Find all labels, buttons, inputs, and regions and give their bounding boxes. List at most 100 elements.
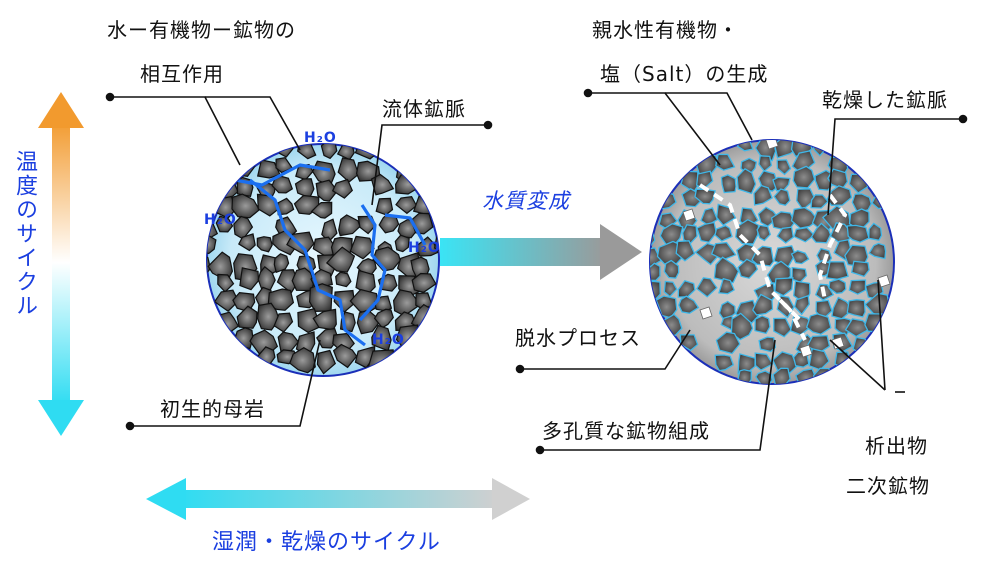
mineral-grain bbox=[758, 155, 773, 173]
mineral-grain bbox=[433, 230, 439, 256]
interaction-label-line2: 相互作用 bbox=[140, 62, 224, 86]
precipitate-flake bbox=[831, 336, 845, 350]
mineral-grain bbox=[713, 256, 740, 284]
mineral-grain bbox=[349, 235, 375, 260]
mineral-grain bbox=[737, 258, 759, 279]
precipitate-flake bbox=[682, 208, 696, 222]
temperature-cycle-label: 温度のサイクル bbox=[12, 150, 37, 318]
mineral-grain bbox=[267, 288, 295, 311]
precipitate-label: 析出物 bbox=[865, 434, 928, 458]
secondary-mineral-label: 二次鉱物 bbox=[846, 474, 930, 498]
leader-lines bbox=[105, 88, 968, 455]
dehydration-label: 脱水プロセス bbox=[515, 326, 641, 350]
mineral-grain bbox=[411, 272, 437, 293]
mineral-grain bbox=[366, 349, 396, 376]
mineral-grain bbox=[675, 240, 696, 262]
precipitate-flake bbox=[699, 306, 713, 320]
mineral-grain bbox=[774, 277, 794, 297]
mineral-grain bbox=[714, 224, 733, 242]
mineral-grain bbox=[805, 313, 832, 335]
h2o-label: H₂O bbox=[204, 212, 237, 228]
precipitate-flake bbox=[877, 274, 891, 288]
mineral-grain bbox=[776, 226, 795, 244]
aqueous-alteration-label: 水質変成 bbox=[482, 189, 570, 213]
mineral-grain bbox=[737, 369, 752, 384]
mineral-grain bbox=[332, 343, 358, 369]
mineral-grain bbox=[236, 305, 258, 329]
mineral-grain bbox=[734, 299, 760, 324]
mineral-grain bbox=[325, 246, 356, 273]
mineral-grain bbox=[231, 193, 261, 219]
h2o-label: H₂O bbox=[304, 130, 337, 146]
mineral-grain bbox=[650, 280, 661, 301]
interaction-label-line1: 水ー有機物ー鉱物の bbox=[107, 18, 296, 42]
mineral-grain bbox=[846, 224, 870, 243]
mineral-grain bbox=[271, 175, 294, 194]
altered-rock-sphere bbox=[649, 139, 895, 385]
dried-vein-label: 乾燥した鉱脈 bbox=[822, 88, 948, 112]
mineral-grain bbox=[718, 277, 735, 295]
fluid-vein bbox=[358, 204, 387, 322]
mineral-grain bbox=[650, 262, 661, 282]
mineral-grain bbox=[696, 221, 717, 243]
organics-label-line1: 親水性有機物・ bbox=[592, 18, 739, 42]
mineral-grain bbox=[736, 167, 757, 195]
mineral-grain bbox=[773, 317, 792, 338]
mineral-grain bbox=[715, 331, 741, 355]
mineral-grain bbox=[730, 312, 754, 341]
porous-label: 多孔質な鉱物組成 bbox=[542, 419, 710, 443]
mineral-grain bbox=[276, 269, 299, 294]
precipitate-flake bbox=[765, 140, 779, 150]
mineral-grain bbox=[844, 318, 872, 338]
h2o-label: H₂O bbox=[372, 332, 405, 348]
mineral-grain bbox=[828, 278, 847, 295]
mineral-grain bbox=[753, 184, 773, 206]
mineral-grain bbox=[335, 271, 352, 288]
mineral-grain bbox=[663, 280, 678, 298]
organics-label-line2: 塩（Salt）の生成 bbox=[600, 62, 769, 86]
mineral-grain bbox=[864, 313, 890, 333]
mineral-grain bbox=[215, 215, 234, 233]
mineral-grain bbox=[776, 159, 792, 176]
fluid-vein bbox=[234, 163, 331, 187]
mineral-grain bbox=[790, 249, 810, 265]
mineral-grain bbox=[273, 253, 290, 274]
mineral-grain bbox=[792, 165, 816, 189]
aqueous-alteration-arrow bbox=[440, 224, 642, 280]
mineral-grain bbox=[297, 307, 322, 334]
mineral-grain bbox=[791, 266, 808, 283]
mineral-grain bbox=[256, 159, 281, 179]
mineral-grain bbox=[810, 194, 829, 209]
mineral-grain bbox=[790, 206, 819, 229]
mineral-grain bbox=[315, 179, 337, 202]
mineral-grain bbox=[308, 283, 333, 313]
mineral-grain bbox=[758, 336, 777, 353]
fluid-vein-label: 流体鉱脈 bbox=[382, 97, 466, 121]
mineral-grain bbox=[834, 351, 851, 370]
mineral-grain bbox=[846, 299, 866, 318]
precipitate-flake bbox=[799, 344, 813, 358]
mineral-grain bbox=[213, 289, 240, 312]
mineral-grain bbox=[663, 259, 680, 279]
temperature-cycle-arrow bbox=[38, 92, 84, 436]
wet-dry-cycle-arrow bbox=[146, 478, 530, 520]
mineral-grain bbox=[370, 173, 395, 196]
mineral-grain bbox=[756, 224, 772, 242]
dried-vein bbox=[698, 183, 807, 341]
mineral-grain bbox=[720, 174, 737, 194]
mineral-grain bbox=[373, 308, 394, 329]
mineral-grain bbox=[239, 267, 260, 291]
h2o-label: H₂O bbox=[408, 240, 441, 256]
mineral-grain bbox=[338, 214, 361, 237]
mineral-grain bbox=[289, 347, 316, 374]
mineral-grain bbox=[810, 222, 832, 244]
mineral-grain bbox=[337, 157, 360, 183]
mineral-grain bbox=[275, 156, 294, 174]
mineral-grain bbox=[773, 245, 796, 268]
mineral-grain bbox=[256, 236, 273, 253]
mineral-grain bbox=[868, 222, 883, 242]
fluid-vein bbox=[249, 178, 366, 347]
mineral-grain bbox=[694, 188, 716, 205]
mineral-grain bbox=[395, 195, 418, 215]
mineral-grain bbox=[682, 224, 698, 244]
